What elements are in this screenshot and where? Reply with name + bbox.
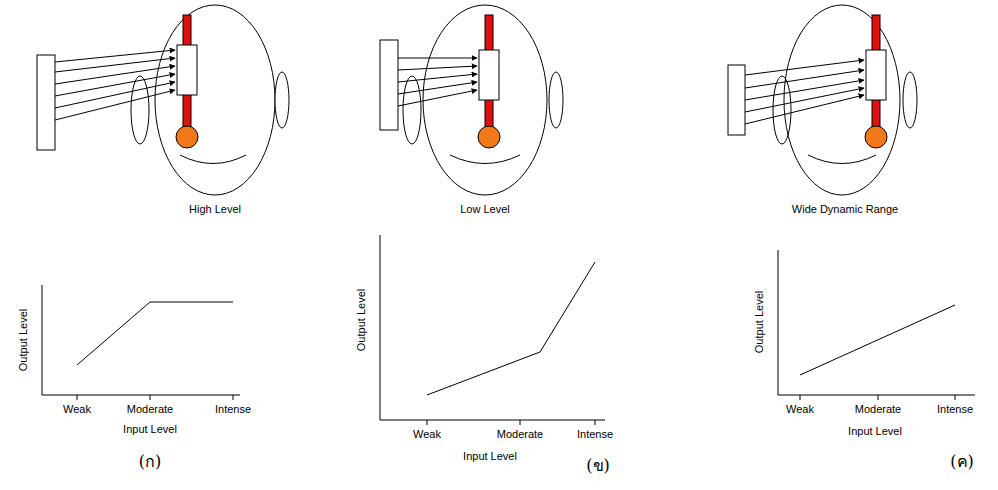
panel-title: Low Level bbox=[460, 203, 510, 216]
io-graph bbox=[42, 285, 240, 400]
panel-label: (ข) bbox=[586, 456, 609, 475]
tick-label: Intense bbox=[215, 403, 251, 416]
tick-label: Weak bbox=[413, 428, 441, 441]
panel-title: High Level bbox=[189, 203, 241, 216]
axis-title: Output Level bbox=[17, 309, 30, 371]
panel-title: Wide Dynamic Range bbox=[792, 203, 898, 216]
tick-label: Moderate bbox=[497, 428, 543, 441]
panel-label: (ค) bbox=[950, 452, 973, 471]
panel-label: (ก) bbox=[139, 452, 161, 471]
axis-title: Input Level bbox=[123, 423, 177, 436]
io-graph bbox=[380, 235, 605, 425]
tick-label: Moderate bbox=[127, 403, 173, 416]
head-illustration bbox=[37, 5, 289, 195]
head-illustration bbox=[380, 5, 563, 195]
head-illustration bbox=[728, 5, 917, 195]
tick-label: Weak bbox=[786, 403, 814, 416]
tick-label: Intense bbox=[937, 403, 973, 416]
axis-title: Input Level bbox=[463, 450, 517, 463]
axis-title: Output Level bbox=[753, 291, 766, 353]
io-graph bbox=[778, 250, 975, 400]
tick-label: Weak bbox=[63, 403, 91, 416]
axis-title: Input Level bbox=[848, 425, 902, 438]
tick-label: Moderate bbox=[855, 403, 901, 416]
tick-label: Intense bbox=[577, 428, 613, 441]
axis-title: Output Level bbox=[355, 289, 368, 351]
